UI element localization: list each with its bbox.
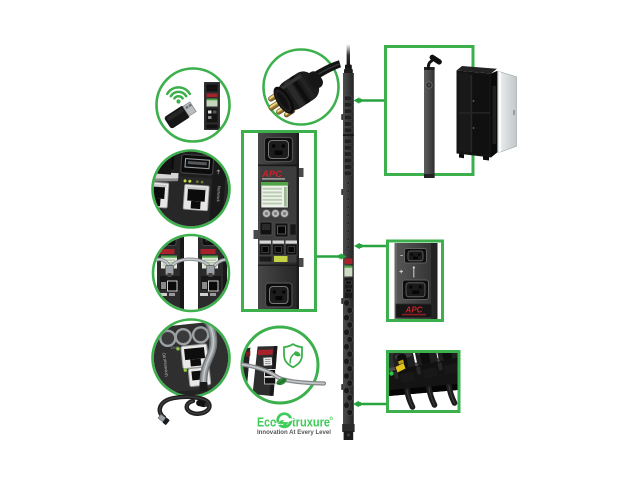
svg-text:Innovation At Every Level: Innovation At Every Level [257, 429, 331, 436]
svg-text:Cisco: Cisco [171, 345, 180, 350]
svg-text:truxure: truxure [292, 416, 330, 430]
svg-text:APC: APC [261, 169, 282, 180]
svg-text:R: R [331, 418, 333, 421]
svg-text:Universal I/O: Universal I/O [161, 352, 169, 377]
svg-text:Eco: Eco [257, 416, 277, 430]
svg-text:APC: APC [405, 306, 423, 315]
svg-text:Network: Network [216, 186, 222, 203]
